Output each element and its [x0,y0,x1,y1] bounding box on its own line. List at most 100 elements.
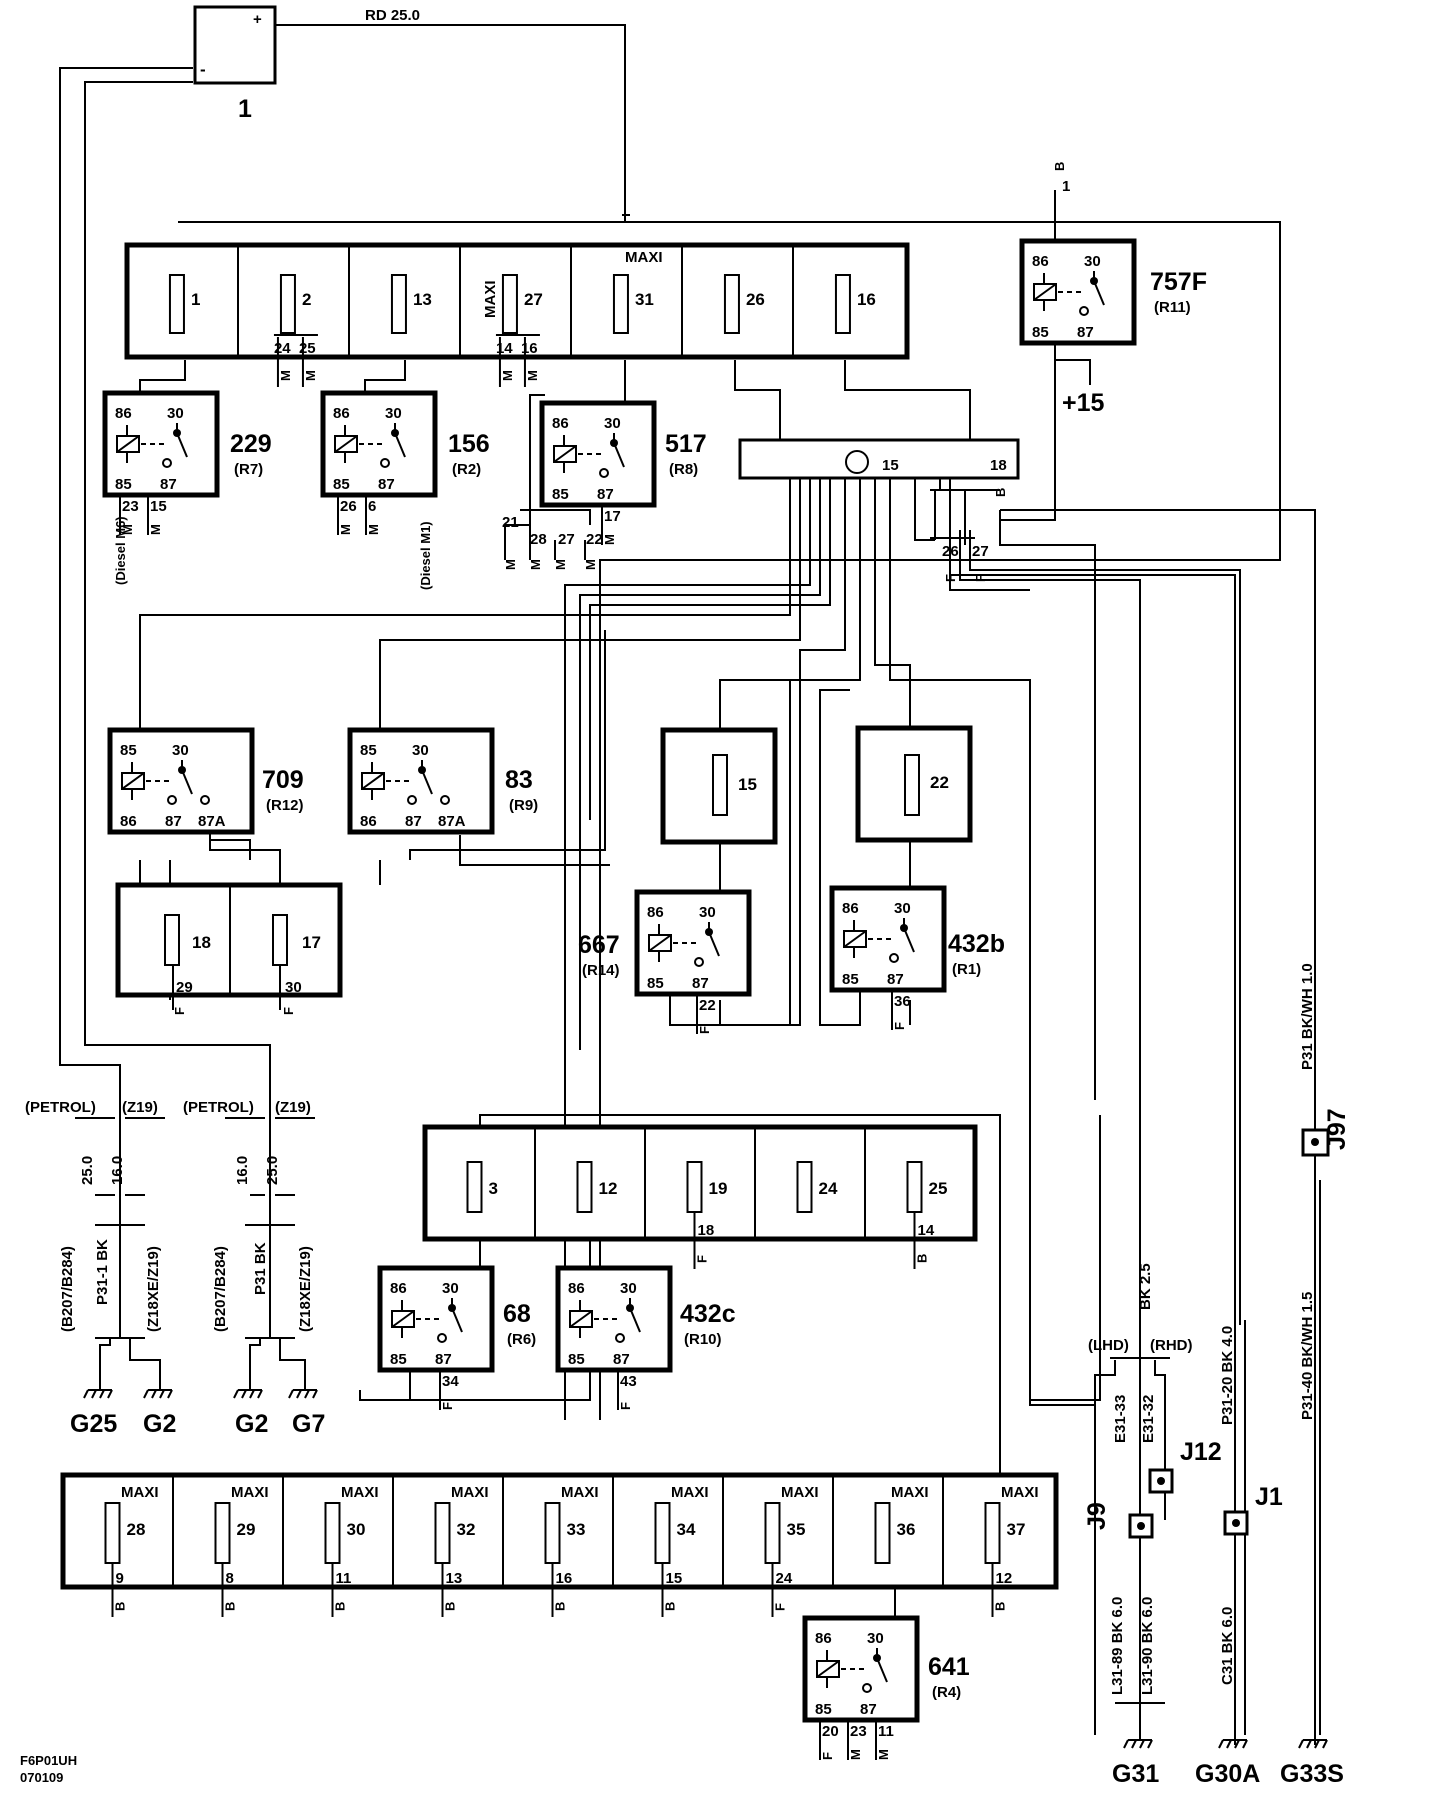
fuse-31-maxi: MAXI [625,249,663,266]
fuse-28-conn: B [113,1602,128,1611]
splice-j12: J12 [1180,1438,1222,1466]
relay-coil-icon [1033,273,1082,311]
relay-517-code: (R8) [669,461,698,478]
p31-20: P31-20 BK 4.0 [1219,1326,1236,1425]
fuse-17-label: 17 [302,933,321,952]
ground-g30a: G30A [1195,1760,1260,1788]
relay-709-pin-87a: 87A [198,813,226,830]
fuse-36-element [874,1502,891,1564]
relay-68-code: (R6) [507,1331,536,1348]
conn-517-pin-21: 21 [502,514,519,531]
fuse-33-label: 33 [567,1520,586,1539]
relay-83-code: (R9) [509,797,538,814]
fuse-30-conn: B [333,1602,348,1611]
fuse-17-conn: F [281,1007,296,1015]
relay-229-pin-30: 30 [167,405,184,422]
relay-641-pin-85: 85 [815,1701,832,1718]
relay-switch-icon [380,423,406,468]
fuse-34-conn: B [663,1602,678,1611]
fuse-15-label: 15 [738,775,757,794]
fuse-27-maxi: MAXI [482,281,499,319]
fuse-36-label: 36 [897,1520,916,1539]
fuse-29-conn: B [223,1602,238,1611]
relay-432c-code: (R10) [684,1331,722,1348]
fuse-25-pin: 14 [918,1222,935,1239]
battery-minus: - [200,60,206,79]
fuse-35-label: 35 [787,1520,806,1539]
relay-517-pin-87: 87 [597,486,614,503]
z19-label-a: (Z19) [122,1099,158,1116]
relay-83-pin-30: 30 [412,742,429,759]
relay-667-code: (R14) [582,962,620,979]
relay-517-pin-86: 86 [552,415,569,432]
fuse-29-pin: 8 [226,1570,234,1587]
battery-plus: + [253,11,262,28]
fuse-12-label: 12 [599,1179,618,1198]
fuse-33-maxi: MAXI [561,1484,599,1501]
fuse-34-label: 34 [677,1520,696,1539]
relay-641-conn-2: M [876,1749,891,1760]
rhd-label: (RHD) [1150,1337,1193,1354]
fuse-19-conn: F [695,1255,710,1263]
fuse-29-label: 29 [237,1520,256,1539]
size-a-1: 25.0 [79,1156,96,1185]
relay-709-pin-86: 86 [120,813,137,830]
var-b-1: (Z18XE/Z19) [145,1246,162,1332]
var-a-2: (B207/B284) [212,1246,229,1332]
relay-156-pin-86: 86 [333,405,350,422]
c31: C31 BK 6.0 [1219,1607,1236,1685]
p31-bkwh-10: P31 BK/WH 1.0 [1299,963,1316,1070]
ground-symbol-g7 [288,1389,318,1399]
relay-coil-icon [121,762,170,800]
footer-date: 070109 [20,1770,63,1785]
relay-coil-icon [569,1300,618,1338]
relay-432c-pin-87: 87 [613,1351,630,1368]
relay-229-out-15: 15 [150,498,167,515]
relay-83-pin-87a: 87A [438,813,466,830]
relay-68-pin-87: 87 [435,1351,452,1368]
size-b-1: 16.0 [234,1156,251,1185]
relay-667-id: 667 [578,931,620,959]
splice-j97: J97 [1323,1108,1351,1150]
petrol-label-a: (PETROL) [25,1099,96,1116]
conn-517-pin-28: 28 [530,531,547,548]
fuse-28-maxi: MAXI [121,1484,159,1501]
relay-667-conn-0: F [697,1026,712,1034]
fuse-33-pin: 16 [556,1570,573,1587]
fuse-34-maxi: MAXI [671,1484,709,1501]
relay-757F-pin-85: 85 [1032,324,1049,341]
fuse-28-label: 28 [127,1520,146,1539]
fuse-27-pin-14: 14 [496,340,513,357]
fuse-18-conn: F [172,1007,187,1015]
relay-229-note: (Diesel M6) [113,516,128,585]
fuse-25-label: 25 [929,1179,948,1198]
fuse-2-conn-0: M [278,370,293,381]
fuse-19-element [686,1161,703,1213]
relay-coil-icon [648,924,697,962]
relay-switch-icon [407,760,450,805]
fuse-37-conn: B [993,1602,1008,1611]
ground-g33s: G33S [1280,1760,1344,1788]
fuse-2-element [279,274,296,334]
relay-641-conn-1: M [848,1749,863,1760]
relay-156-conn-1: M [366,524,381,535]
fuse-33-conn: B [553,1602,568,1611]
size-a-2: 16.0 [109,1156,126,1185]
ground-symbol-g2b [233,1389,263,1399]
fuse-pair-mid: 18 17 29 30 F F [115,882,343,1015]
fuse-36-maxi: MAXI [891,1484,929,1501]
relay-coil-icon [361,762,410,800]
relay-757F-code: (R11) [1154,299,1191,316]
fuse-13-element [390,274,407,334]
relay-757F-pin-86: 86 [1032,253,1049,270]
l31-89: L31-89 BK 6.0 [1109,1597,1126,1695]
wire-bk25: BK 2.5 [1137,1263,1154,1310]
relay-667-pin-30: 30 [699,904,716,921]
relay-83-pin-86: 86 [360,813,377,830]
relay-667-pin-87: 87 [692,975,709,992]
conn-517-m4: M [583,559,598,570]
relay-switch-icon [615,1298,641,1343]
